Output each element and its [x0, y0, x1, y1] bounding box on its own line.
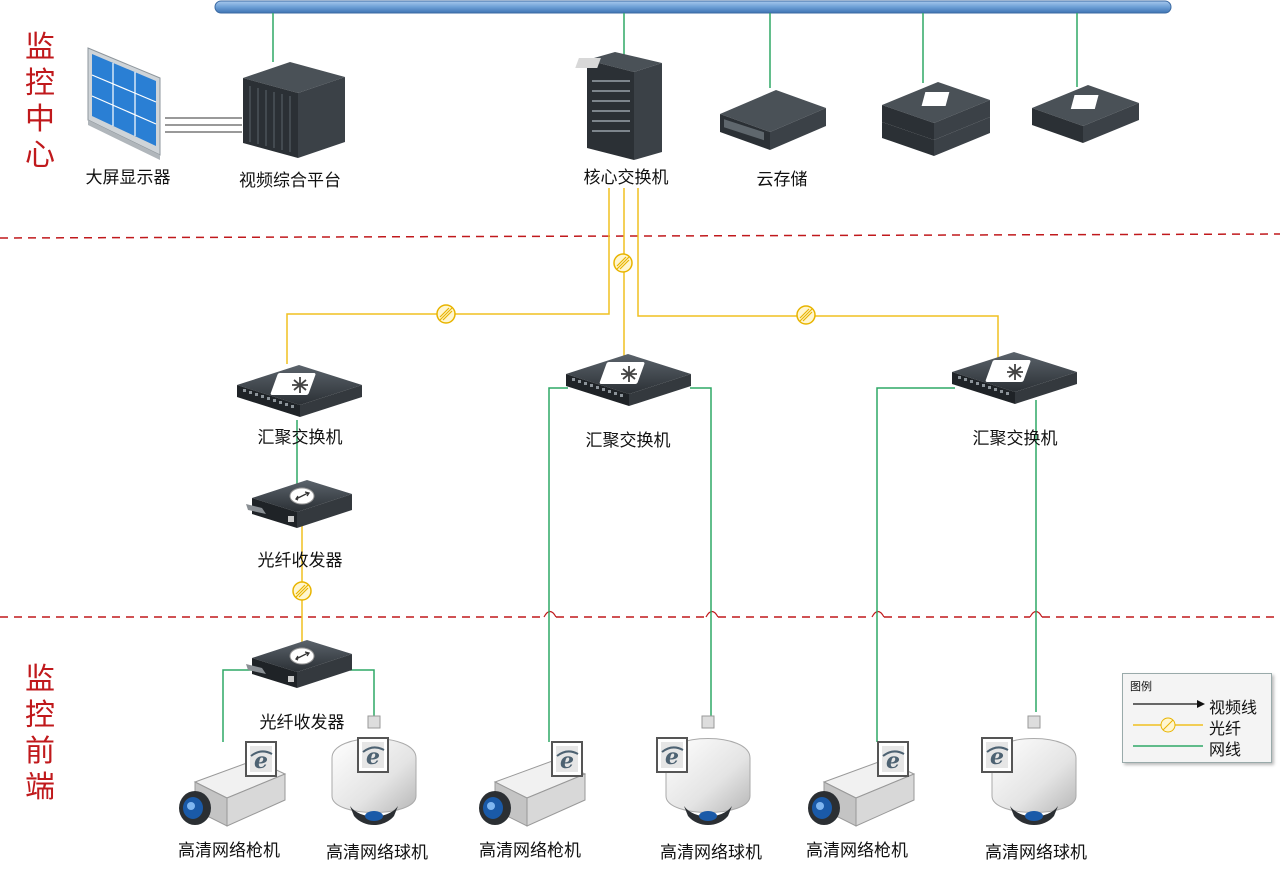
zone-char: 监 — [25, 662, 55, 697]
camera-label: 高清网络枪机 — [806, 841, 908, 861]
zone-char: 控 — [25, 698, 55, 733]
video-platform-label: 视频综合平台 — [239, 171, 341, 191]
network-lines — [222, 13, 1078, 742]
fiber-marker — [796, 305, 816, 325]
legend-network-line: 网线 — [1209, 740, 1242, 759]
ie-badge-icon — [656, 737, 688, 773]
aggregation-switch-icon — [951, 351, 1078, 405]
zone-char: 控 — [25, 66, 55, 101]
server-icon — [1032, 85, 1139, 143]
legend: 图例 视频线 光纤 网线 — [1122, 673, 1272, 763]
zone-char: 监 — [25, 30, 55, 65]
camera-label: 高清网络枪机 — [178, 841, 280, 861]
fiber-marker — [613, 253, 633, 273]
legend-title: 图例 — [1130, 680, 1152, 693]
fiber-marker — [436, 304, 456, 324]
legend-symbols — [1133, 700, 1205, 747]
ie-badge-icon — [981, 737, 1013, 773]
cloud-storage-label: 云存储 — [756, 170, 808, 190]
video-platform-icon — [243, 62, 345, 158]
legend-fiber: 光纤 — [1209, 719, 1242, 738]
ie-badge-icon — [357, 737, 389, 773]
core-switch-label: 核心交换机 — [583, 168, 669, 188]
camera-label: 高清网络枪机 — [479, 841, 581, 861]
fiber-transceiver-icon — [245, 479, 353, 529]
fiber-transceiver-label: 光纤收发器 — [259, 713, 345, 733]
aggregation-switch-label: 汇聚交换机 — [257, 428, 343, 448]
cloud-storage-icon — [720, 90, 826, 150]
ie-badge-icon — [877, 741, 909, 777]
aggregation-switch-icon — [565, 353, 692, 407]
aggregation-switch-icon — [236, 364, 363, 418]
ie-badge-icon — [245, 741, 277, 777]
core-switch-icon — [575, 52, 662, 160]
camera-label: 高清网络球机 — [326, 843, 428, 863]
network-backbone-bus — [214, 0, 1172, 14]
ie-badge-icon — [551, 741, 583, 777]
server-icon — [882, 82, 990, 156]
fiber-transceiver-label: 光纤收发器 — [257, 551, 343, 571]
aggregation-switch-label: 汇聚交换机 — [585, 431, 671, 451]
camera-label: 高清网络球机 — [660, 843, 762, 863]
big-screen-display-icon — [87, 47, 161, 160]
fiber-lines — [286, 188, 999, 642]
legend-video-line: 视频线 — [1209, 698, 1258, 717]
zone-label-monitoring-front: 监 控 前 端 — [22, 662, 58, 806]
aggregation-switch-label: 汇聚交换机 — [972, 429, 1058, 449]
fiber-marker — [292, 581, 312, 601]
zone-char: 端 — [25, 770, 55, 805]
camera-label: 高清网络球机 — [985, 843, 1087, 863]
divider-upper — [0, 233, 1280, 239]
video-lines — [165, 117, 242, 133]
zone-char: 中 — [25, 102, 55, 137]
zone-char: 前 — [25, 734, 55, 769]
big-screen-label: 大屏显示器 — [85, 168, 171, 188]
zone-label-monitoring-center: 监 控 中 心 — [22, 30, 58, 174]
zone-char: 心 — [25, 138, 55, 173]
fiber-transceiver-icon — [245, 639, 353, 689]
